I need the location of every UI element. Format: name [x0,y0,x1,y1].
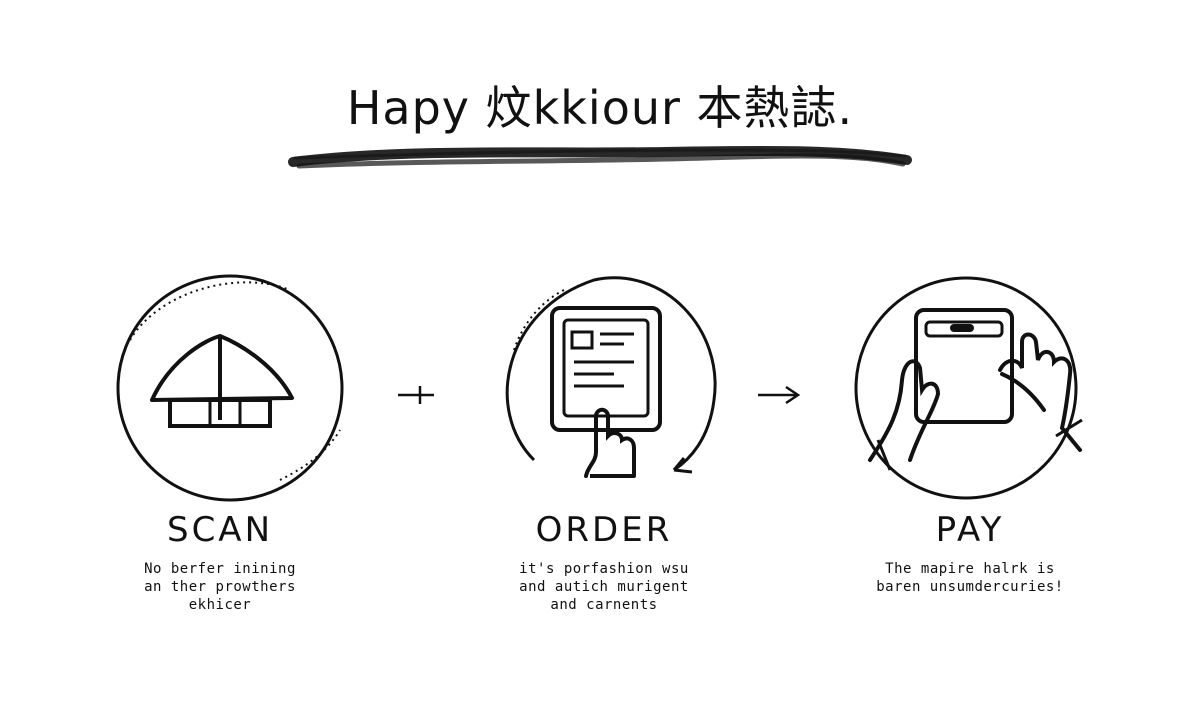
desc-line: baren unsumdercuries! [876,579,1064,595]
connector-plus [392,380,452,410]
desc-line: ekhicer [188,597,252,613]
desc-line: it's porfashion wsu [519,561,689,577]
step-scan [90,270,370,670]
step-order-label: ORDER [535,510,673,550]
step-scan-label: SCAN [166,510,273,550]
step-pay-desc: The mapire halrk is baren unsumdercuries… [830,560,1110,596]
connector-arrow [752,380,812,410]
hands-tablet-icon [854,276,1083,500]
desc-line: No berfer inining [144,561,296,577]
step-order-desc: it's porfashion wsu and autich murigent … [464,560,744,614]
step-pay [830,270,1110,670]
desc-line: and carnents [550,597,658,613]
plus-icon [398,386,434,404]
tablet-tap-icon [505,276,717,478]
title-underline [288,145,912,169]
hut-icon [116,274,344,502]
desc-line: an ther prowthers [144,579,296,595]
desc-line: and autich murigent [519,579,689,595]
desc-line: The mapire halrk is [885,561,1055,577]
arrow-right-icon [758,385,801,405]
step-pay-label: PAY [935,510,1005,550]
page-title: Hapy 炆kkiour 本熱誌. [346,81,854,135]
step-order [464,270,744,670]
step-scan-desc: No berfer inining an ther prowthers ekhi… [80,560,360,614]
